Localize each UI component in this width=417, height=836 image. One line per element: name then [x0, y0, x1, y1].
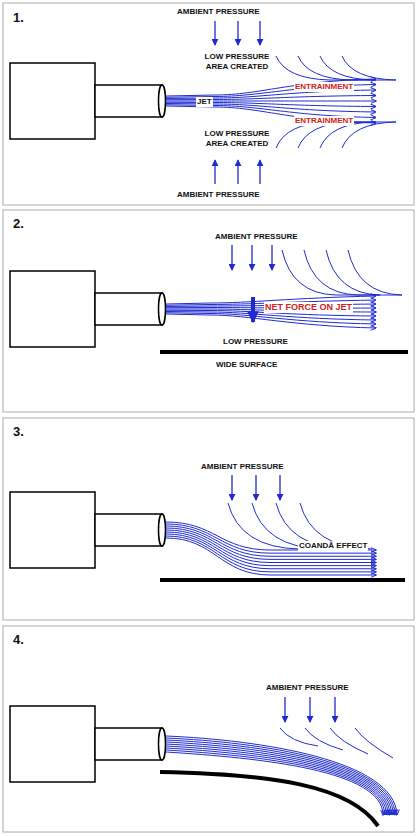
pressure-arrow [251, 245, 252, 270]
nozzle-body [10, 706, 95, 782]
entrainment-streamline [330, 728, 368, 754]
pressure-arrow [231, 245, 232, 270]
jet-streamline [166, 752, 383, 815]
jet-streamline [166, 524, 376, 553]
entrainment-streamline [342, 56, 396, 80]
entrainment-streamline [280, 728, 318, 746]
panel-number: 1. [12, 10, 25, 25]
panel-frame [3, 418, 414, 620]
entrainment-streamline [326, 250, 380, 295]
nozzle-body [10, 271, 95, 347]
entrainment-streamline [304, 250, 376, 295]
jet-streamline [166, 530, 376, 563]
pressure-label: AMBIENT PRESSURE [265, 683, 350, 693]
wide-surface [160, 350, 408, 354]
panel-frame [3, 3, 414, 205]
jet-streamline [166, 736, 397, 815]
jet-streamline [166, 738, 395, 815]
jet-streamline [166, 79, 376, 96]
pressure-arrow [279, 475, 280, 500]
pressure-arrow [237, 160, 238, 184]
nozzle-neck [95, 728, 162, 760]
panel-number: 2. [12, 216, 25, 231]
jet-streamline [166, 750, 385, 815]
curved-surface [160, 772, 378, 826]
pressure-label: AMBIENT PRESSURE [176, 7, 261, 17]
pressure-label: AMBIENT PRESSURE [176, 190, 261, 200]
pressure-label: AMBIENT PRESSURE [214, 232, 299, 242]
nozzle-exit [159, 293, 166, 325]
entrainment-streamline [276, 56, 376, 80]
pressure-arrow [284, 697, 285, 722]
jet-streamline [166, 536, 376, 572]
jet-streamline [166, 742, 392, 815]
jet-streamline [166, 746, 388, 815]
panel-frame [3, 210, 414, 412]
jet-streamline [166, 534, 376, 569]
nozzle-exit [159, 85, 166, 117]
jet-label: JET [196, 97, 213, 107]
nozzle-exit [159, 728, 166, 760]
pressure-arrow [309, 697, 310, 722]
force-label: NET FORCE ON JET [264, 302, 353, 313]
pressure-arrow [255, 475, 256, 500]
entrainment-streamline [282, 250, 376, 295]
effect-label: COANDĂ EFFECT [298, 541, 368, 551]
nozzle-neck [95, 293, 162, 325]
nozzle-body [10, 63, 95, 139]
region-label: LOW PRESSURE AREA CREATED [200, 52, 274, 72]
entrainment-streamline [348, 250, 402, 295]
jet-streamline [166, 532, 376, 566]
pressure-arrow [231, 475, 232, 500]
pressure-arrow [214, 160, 215, 184]
jet-streamline [166, 744, 390, 815]
pressure-label: AMBIENT PRESSURE [200, 462, 285, 472]
pressure-arrow [259, 21, 260, 45]
jet-streamline [166, 740, 394, 815]
pressure-arrow [334, 697, 335, 722]
jet-streamline [166, 528, 376, 559]
jet-streamline [166, 538, 376, 575]
panel-frame [3, 626, 414, 832]
pressure-arrow [259, 160, 260, 184]
nozzle-exit [159, 514, 166, 546]
region-label: LOW PRESSURE [222, 337, 289, 347]
surface-label: WIDE SURFACE [215, 360, 278, 370]
panel-number: 4. [12, 632, 25, 647]
entrainment-streamline [298, 56, 376, 80]
entrainment-streamline [305, 728, 343, 750]
nozzle-neck [95, 514, 162, 546]
pressure-arrow [271, 245, 272, 270]
jet-streamline [166, 526, 376, 556]
jet-streamline [166, 748, 387, 815]
entrainment-label: ENTRAINMENT [294, 82, 354, 92]
jet-streamline [166, 314, 376, 328]
flat-surface [160, 578, 405, 582]
panel-number: 3. [12, 424, 25, 439]
nozzle-body [10, 492, 95, 568]
pressure-arrow [214, 21, 215, 45]
region-label: LOW PRESSURE AREA CREATED [200, 129, 274, 149]
entrainment-label: ENTRAINMENT [294, 116, 354, 126]
nozzle-neck [95, 85, 162, 117]
entrainment-streamline [355, 728, 393, 758]
pressure-arrow [237, 21, 238, 45]
